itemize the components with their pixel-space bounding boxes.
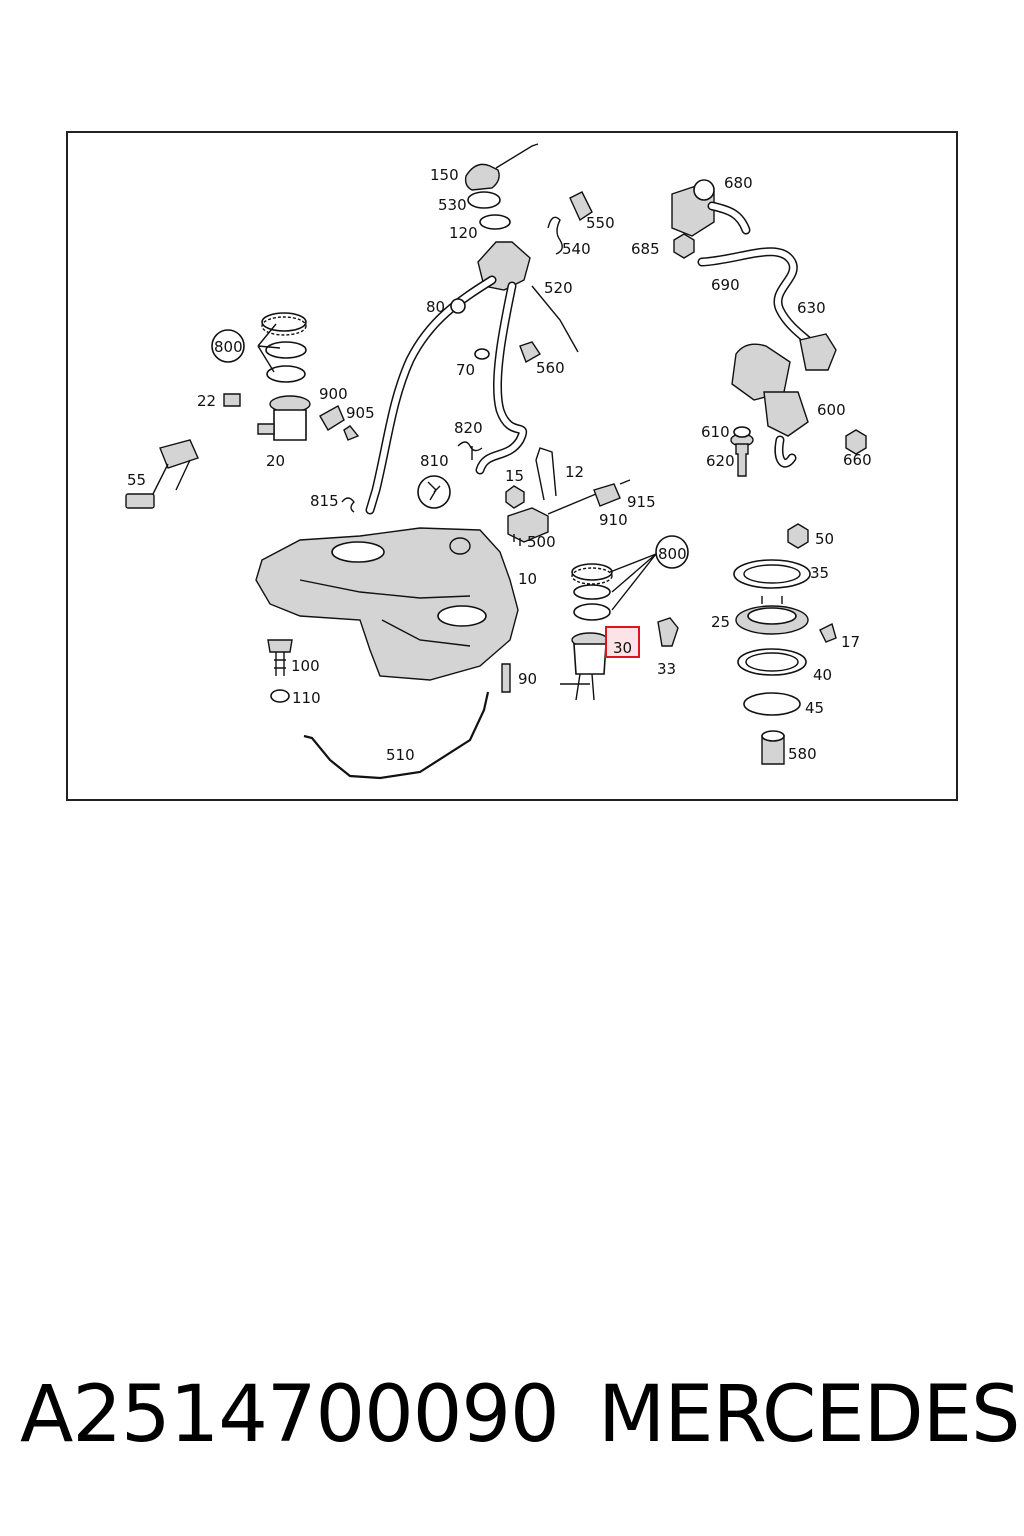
callout-510: 510 [386,746,415,764]
clip-815[interactable] [341,497,355,513]
callout-560: 560 [536,359,565,377]
grommet-80[interactable] [450,298,466,314]
fuel-tank-10[interactable] [255,527,519,681]
seal-kit-800-left[interactable] [211,312,307,383]
footer: A2514700090 MERCEDES [0,1370,1024,1470]
callout-55: 55 [127,471,146,489]
seal-ring-530[interactable] [467,191,501,209]
callout-600: 600 [817,401,846,419]
part-905[interactable] [343,425,360,441]
clip-22[interactable] [223,393,241,407]
screw-100[interactable] [267,639,293,676]
brand-name: MERCEDES [598,1370,1020,1460]
valve-33[interactable] [657,617,679,647]
seal-40[interactable] [737,648,807,676]
callout-630: 630 [797,299,826,317]
callout-620: 620 [706,452,735,470]
callout-15: 15 [505,467,524,485]
wrench-810[interactable] [417,475,451,509]
hose-550[interactable] [547,191,593,255]
callout-30[interactable]: 30 [613,639,632,657]
locking-ring-35[interactable] [733,559,811,589]
callout-540: 540 [562,240,591,258]
callout-685: 685 [631,240,660,258]
callout-120: 120 [449,224,478,242]
part-number: A2514700090 [20,1370,560,1460]
callout-10: 10 [518,570,537,588]
clip-820[interactable] [457,441,483,460]
callout-22: 22 [197,392,216,410]
strap-510[interactable] [303,691,490,780]
callout-690: 690 [711,276,740,294]
filter-580[interactable] [761,730,785,765]
callout-800-right: 800 [658,545,687,563]
callout-530: 530 [438,196,467,214]
callout-610: 610 [701,423,730,441]
bolt-90[interactable] [501,663,511,693]
callout-45: 45 [805,699,824,717]
callout-915: 915 [627,493,656,511]
callout-820: 820 [454,419,483,437]
pressure-sensor-500[interactable] [507,493,597,546]
part-17[interactable] [819,622,837,643]
connector-630[interactable] [799,333,837,371]
flange-25[interactable] [735,596,809,635]
callout-900: 900 [319,385,348,403]
callout-680: 680 [724,174,753,192]
callout-910: 910 [599,511,628,529]
callout-520: 520 [544,279,573,297]
callout-110: 110 [292,689,321,707]
callout-100: 100 [291,657,320,675]
clamp-12[interactable] [535,447,557,501]
callout-500: 500 [527,533,556,551]
callout-800-left: 800 [214,338,243,356]
ring-120[interactable] [479,214,511,230]
callout-35: 35 [810,564,829,582]
bolt-620[interactable] [735,443,749,477]
callout-12: 12 [565,463,584,481]
hose-690[interactable] [697,247,825,357]
callout-660: 660 [843,451,872,469]
callout-70: 70 [456,361,475,379]
callout-40: 40 [813,666,832,684]
callout-810: 810 [420,452,449,470]
canister-600[interactable] [731,343,809,468]
callout-80: 80 [426,298,445,316]
purge-valve-680[interactable] [671,179,751,237]
gasket-45[interactable] [743,692,801,716]
washer-110[interactable] [270,689,290,703]
highlight-box [605,626,640,658]
sensor-55[interactable] [125,439,199,509]
callout-905: 905 [346,404,375,422]
fuel-sender-20[interactable] [257,395,311,441]
callout-17: 17 [841,633,860,651]
nut-685[interactable] [673,233,695,259]
callout-150: 150 [430,166,459,184]
nut-50[interactable] [787,523,809,549]
callout-33: 33 [657,660,676,678]
seal-kit-800-right[interactable] [571,535,689,621]
callout-25: 25 [711,613,730,631]
fuel-cap-150[interactable] [464,143,539,191]
callout-550: 550 [586,214,615,232]
callout-815: 815 [310,492,339,510]
callout-90: 90 [518,670,537,688]
callout-580: 580 [788,745,817,763]
nut-15[interactable] [505,485,525,509]
clip-560[interactable] [519,341,541,364]
callout-20: 20 [266,452,285,470]
filter-900[interactable] [319,405,345,431]
bushing-610[interactable] [730,426,754,447]
grommet-70[interactable] [474,348,490,360]
nut-660[interactable] [845,429,867,455]
callout-50: 50 [815,530,834,548]
fuel-pump-30[interactable] [560,632,609,701]
sensor-910[interactable] [593,479,631,507]
